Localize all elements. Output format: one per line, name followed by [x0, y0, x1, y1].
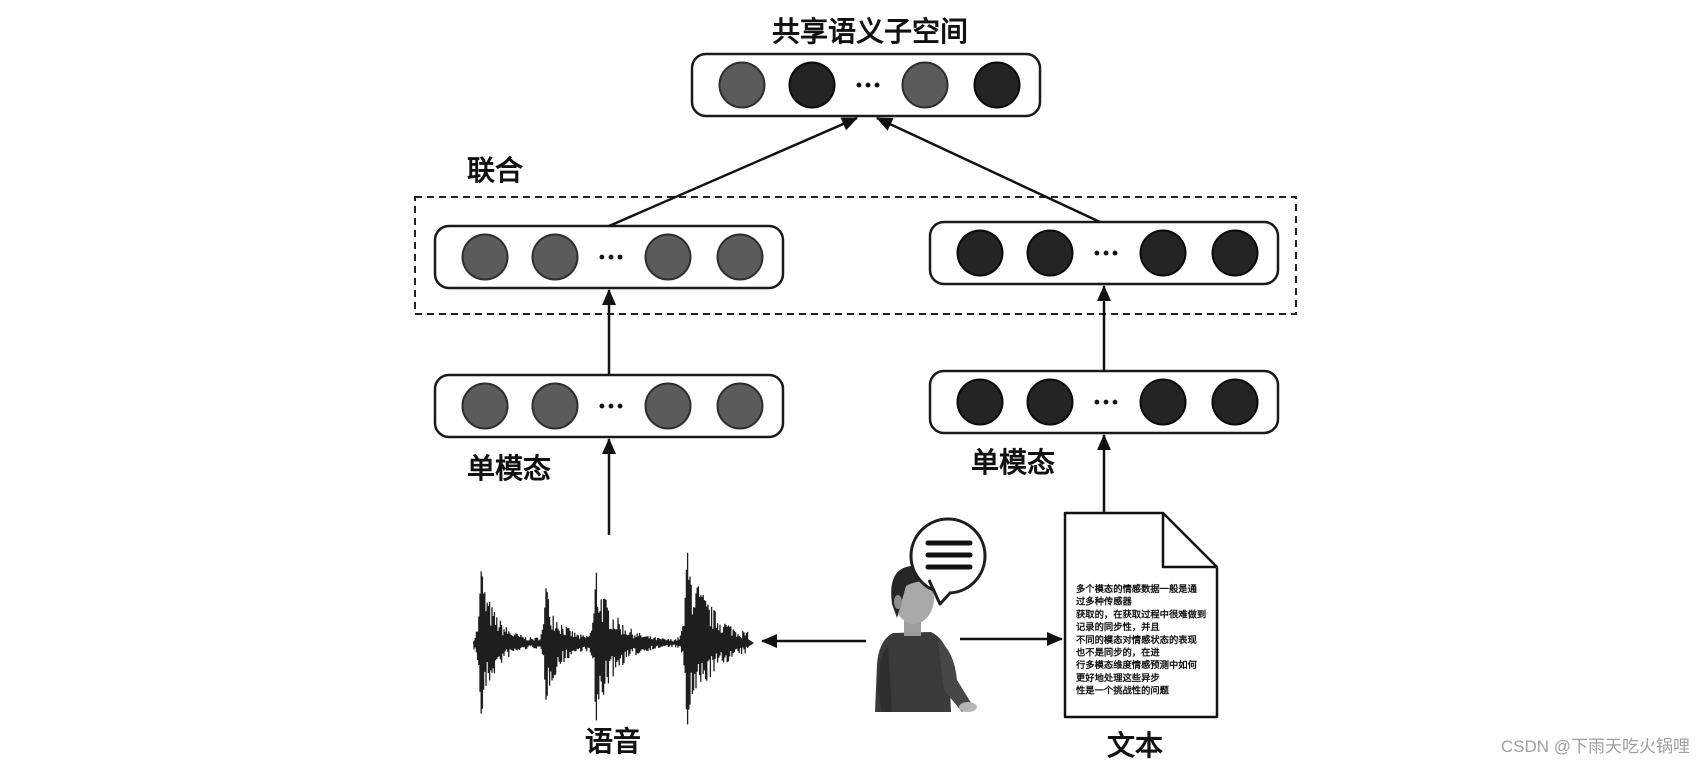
vector-nodes [718, 61, 1021, 109]
speech-joint-vector: ··· [433, 224, 785, 290]
speech-label: 语音 [585, 725, 641, 758]
speech-joint-node-1 [461, 233, 509, 281]
unimodal-speech-label: 单模态 [467, 452, 551, 485]
audio-waveform-icon [473, 552, 754, 725]
person-hand [959, 702, 977, 712]
document-line: 多个模态的情感数据一般是通 [1076, 583, 1198, 595]
vector-nodes [461, 233, 764, 281]
text-joint-vector: ··· [928, 220, 1280, 286]
waveform-tail [748, 639, 754, 647]
ellipsis: ··· [1092, 388, 1119, 418]
watermark: CSDN @下雨天吃火锅哩 [1501, 737, 1690, 756]
document-line: 获取的，在获取过程中很难做到 [1076, 608, 1206, 620]
text-unimodal-node-2 [1026, 378, 1074, 426]
ellipsis: ··· [597, 243, 624, 273]
speech-joint-node-2 [531, 233, 579, 281]
bubble-tail [927, 579, 953, 606]
ellipsis: ··· [597, 392, 624, 422]
shared-node-3 [901, 61, 949, 109]
joint-label: 联合 [467, 154, 524, 187]
document-page [1063, 511, 1219, 719]
speech-joint-node-3 [644, 233, 692, 281]
document-fold [1161, 513, 1217, 569]
person-ear [894, 595, 902, 609]
document-line: 过多种传感器 [1076, 596, 1132, 608]
vector-nodes [956, 378, 1259, 426]
document-line: 记录的同步性，并且 [1076, 621, 1160, 633]
arrows [602, 116, 1111, 648]
arrow-text-joint-to-shared [876, 116, 1101, 224]
text-unimodal-node-4 [1211, 378, 1259, 426]
shared-semantic-vector: ··· [690, 52, 1042, 118]
text-joint-node-4 [1211, 229, 1259, 277]
text-unimodal-node-1 [956, 378, 1004, 426]
speech-unimodal-node-1 [461, 382, 509, 430]
shared-node-1 [718, 61, 766, 109]
arrow-speech-joint-to-shared [608, 116, 858, 228]
shared-subspace-title: 共享语义子空间 [772, 15, 968, 48]
joint-region-dashed-box [414, 196, 1297, 315]
text-joint-node-2 [1026, 229, 1074, 277]
text-unimodal-node-3 [1139, 378, 1187, 426]
speech-joint-node-4 [716, 233, 764, 281]
document-line: 行多模态维度情感预测中如何 [1075, 659, 1198, 671]
shared-node-4 [973, 61, 1021, 109]
vector-nodes [956, 229, 1259, 277]
text-joint-node-1 [956, 229, 1004, 277]
vector-box [690, 52, 1042, 118]
text-unimodal-vector: ··· [928, 369, 1280, 435]
speech-unimodal-vector: ··· [433, 373, 785, 439]
document-line: 不同的模态对情感状态的表现 [1076, 634, 1198, 646]
text-joint-node-3 [1139, 229, 1187, 277]
ellipsis: ··· [1092, 239, 1119, 269]
unimodal-text-label: 单模态 [971, 446, 1055, 479]
waveform-signal [473, 552, 749, 725]
speech-unimodal-node-3 [644, 382, 692, 430]
text-label: 文本 [1107, 729, 1163, 762]
speech-unimodal-node-4 [716, 382, 764, 430]
speech-unimodal-node-2 [531, 382, 579, 430]
speech-bubble-icon [909, 517, 987, 606]
vector-nodes [461, 382, 764, 430]
ellipsis: ··· [854, 71, 881, 101]
document-line: 更好地处理这些异步 [1076, 672, 1160, 684]
bubble-tail-mask [929, 579, 951, 604]
text-document-icon: 多个模态的情感数据一般是通 过多种传感器 获取的，在获取过程中很难做到 记录的同… [1063, 511, 1219, 719]
document-line: 也不是同步的，在进 [1076, 647, 1160, 659]
shared-node-2 [788, 61, 836, 109]
person-arm [938, 640, 973, 712]
vector-box [928, 220, 1280, 286]
person-torso [875, 632, 951, 712]
person-left-arm [878, 645, 892, 712]
document-line: 性是一个挑战性的问题 [1076, 685, 1170, 697]
